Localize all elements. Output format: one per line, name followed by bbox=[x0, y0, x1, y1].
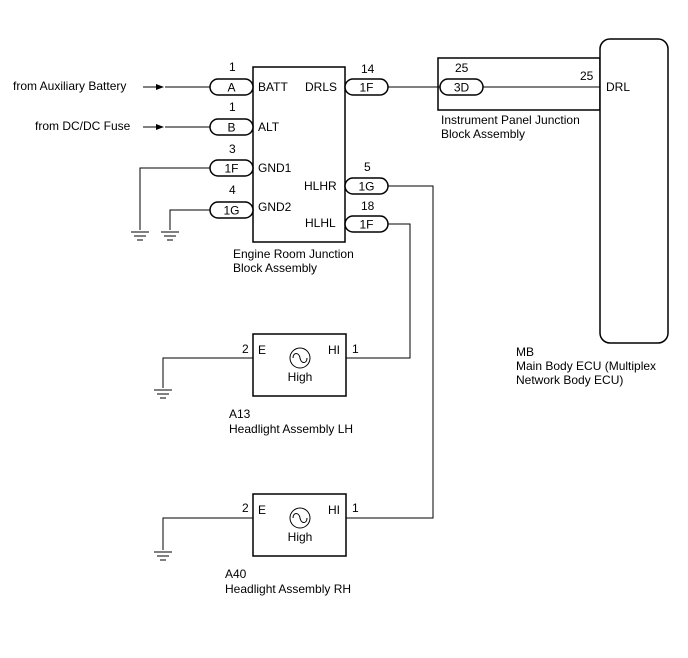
hlhr-connector-label: 1G bbox=[358, 180, 374, 194]
lh-ground-icon bbox=[154, 389, 172, 399]
gnd1-pin-number: 3 bbox=[229, 142, 236, 156]
gnd2-pin-number: 4 bbox=[229, 183, 236, 197]
source-aux-battery-label: from Auxiliary Battery bbox=[13, 79, 126, 93]
gnd2-pin-label: GND2 bbox=[258, 200, 292, 214]
ecu-name-line1: Main Body ECU (Multiplex bbox=[516, 359, 656, 373]
instrument-panel-pin-number: 25 bbox=[455, 61, 469, 75]
gnd1-pin-label: GND1 bbox=[258, 161, 292, 175]
drls-pin-number: 14 bbox=[361, 62, 375, 76]
headlight-lh-name: Headlight Assembly LH bbox=[229, 422, 353, 436]
headlight-lh-bulb-label: High bbox=[288, 370, 313, 384]
lh-e-ground-wire bbox=[162, 357, 253, 388]
ecu-code: MB bbox=[516, 345, 534, 359]
hlhr-pin-label: HLHR bbox=[304, 179, 337, 193]
headlight-rh-hi-pin-number: 1 bbox=[352, 501, 359, 515]
headlight-rh-bulb-label: High bbox=[288, 530, 313, 544]
main-body-ecu bbox=[599, 38, 669, 344]
batt-pin-number: 1 bbox=[229, 60, 236, 74]
alt-pin-label: ALT bbox=[258, 120, 280, 134]
gnd1-wire bbox=[139, 167, 210, 230]
hlhl-pin-label: HLHL bbox=[305, 216, 336, 230]
ecu-name-line2: Network Body ECU) bbox=[516, 373, 623, 387]
instrument-panel-name-line1: Instrument Panel Junction bbox=[441, 113, 580, 127]
hlhl-connector-label: 1F bbox=[359, 218, 373, 232]
headlight-rh-e-pin-label: E bbox=[258, 503, 266, 517]
batt-connector-label: A bbox=[227, 81, 235, 95]
gnd1-connector-label: 1F bbox=[224, 162, 238, 176]
alt-pin-number: 1 bbox=[229, 100, 236, 114]
gnd1-ground-icon bbox=[131, 231, 149, 241]
hlhl-pin-number: 18 bbox=[361, 199, 375, 213]
junction-block-name-line2: Block Assembly bbox=[233, 261, 317, 275]
gnd2-connector-label: 1G bbox=[223, 204, 239, 218]
hlhr-pin-number: 5 bbox=[364, 160, 371, 174]
headlight-lh-e-pin-number: 2 bbox=[242, 342, 249, 356]
batt-pin-label: BATT bbox=[258, 80, 288, 94]
headlight-rh-hi-pin-label: HI bbox=[328, 503, 340, 517]
headlight-rh-bulb-icon bbox=[289, 507, 311, 529]
alt-connector bbox=[209, 118, 254, 136]
instrument-panel-name-line2: Block Assembly bbox=[441, 127, 525, 141]
source-dcdc-fuse-label: from DC/DC Fuse bbox=[35, 119, 131, 133]
hlhl-to-lh-hi-wire bbox=[346, 223, 411, 359]
gnd2-ground-icon bbox=[161, 231, 179, 241]
headlight-lh-bulb-icon bbox=[289, 347, 311, 369]
engine-room-junction-block bbox=[252, 66, 346, 243]
instrument-panel-connector-label: 3D bbox=[454, 81, 470, 95]
drls-connector-label: 1F bbox=[359, 81, 373, 95]
headlight-lh-e-pin-label: E bbox=[258, 343, 266, 357]
headlight-rh-code: A40 bbox=[225, 567, 247, 581]
headlight-rh-e-pin-number: 2 bbox=[242, 501, 249, 515]
headlight-lh-hi-pin-number: 1 bbox=[352, 342, 359, 356]
rh-ground-icon bbox=[154, 551, 172, 561]
drls-pin-label: DRLS bbox=[305, 80, 337, 94]
junction-block-name-line1: Engine Room Junction bbox=[233, 247, 354, 261]
batt-connector bbox=[209, 78, 254, 96]
headlight-lh-code: A13 bbox=[229, 407, 251, 421]
instrument-panel-out-pin-number: 25 bbox=[580, 69, 594, 83]
gnd2-wire bbox=[169, 209, 210, 230]
alt-connector-label: B bbox=[227, 121, 235, 135]
headlight-lh-hi-pin-label: HI bbox=[328, 343, 340, 357]
rh-e-ground-wire bbox=[162, 517, 253, 550]
ecu-drl-pin-label: DRL bbox=[606, 80, 630, 94]
headlight-rh-name: Headlight Assembly RH bbox=[225, 582, 351, 596]
hlhr-to-rh-hi-wire bbox=[346, 185, 434, 519]
